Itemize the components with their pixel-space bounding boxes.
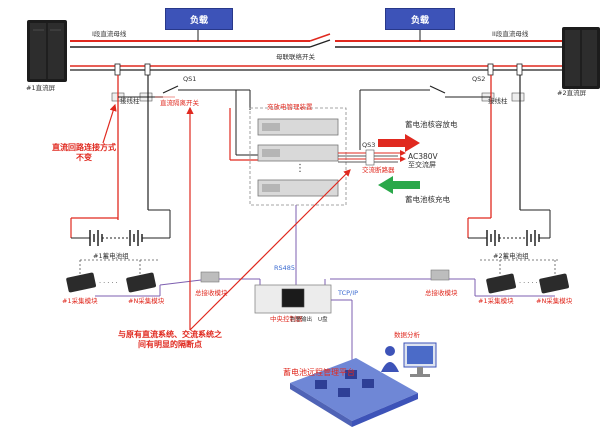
bus-tie-switch [309, 33, 331, 48]
dc-bus-lines [70, 40, 570, 71]
dc-screen-left-label: #1直流屏 [26, 84, 56, 92]
module-left-n-label: #N采集模块 [128, 297, 165, 305]
collector-modules [200, 269, 450, 283]
qs2-label: QS2 [472, 75, 486, 83]
charger-label: 充放电管理装置 [267, 103, 313, 111]
dc-screen-right [562, 27, 600, 89]
battery-right [467, 209, 551, 246]
central-controller [254, 284, 332, 314]
charger-connections [229, 90, 361, 161]
module-right-ellipsis: · · · · · [519, 279, 538, 287]
module-left-1-label: #1采集模块 [62, 297, 98, 305]
acquisition-modules [66, 272, 569, 294]
charger-device [249, 107, 347, 206]
remote-platform [290, 358, 418, 427]
terminal-left-label: 接线柱 [120, 97, 140, 105]
left-feeders [117, 75, 250, 220]
monitor-dashes [79, 259, 560, 275]
analysis-station [381, 342, 437, 377]
dc-screen-right-label: #2直流屏 [557, 89, 587, 97]
udisk-label: U盘 [318, 317, 328, 323]
ac-output [338, 149, 406, 166]
bus-label-left: I段直流母线 [92, 30, 127, 38]
network-link [331, 299, 353, 370]
dc-screen-left [27, 20, 67, 82]
alarm-output-label: 告警输出 [290, 317, 313, 323]
isolation-switch-label: 直流隔离开关 [160, 99, 199, 107]
module-right-n-label: #N采集模块 [536, 297, 573, 305]
discharge-label: 蓄电池核容放电 [405, 120, 458, 129]
note-isolation: 与原有直流系统、交流系统之间有明显的隔断点 [118, 330, 222, 349]
annotation-arrows [102, 103, 351, 331]
module-right-1-label: #1采集模块 [478, 297, 514, 305]
terminal-right-label: 接线柱 [488, 97, 508, 105]
big-arrows [378, 134, 420, 194]
analysis-label: 数据分析 [394, 331, 420, 339]
load-drops [197, 28, 421, 41]
charge-label: 蓄电池核充电 [405, 195, 450, 204]
qs1-label: QS1 [183, 75, 197, 83]
battery-left [70, 209, 171, 246]
controller-bus [95, 205, 555, 297]
tie-switch-label: 母联联络开关 [276, 53, 315, 61]
right-feeders [360, 75, 521, 218]
load-box-right: 负载 [385, 8, 455, 30]
ac-breaker-label: 交流断路器 [362, 166, 395, 174]
battery-right-label: #2蓄电池组 [493, 252, 529, 260]
note-dc-unchanged: 直流回路连接方式不变 [52, 143, 116, 162]
bus-label-right: II段直流母线 [492, 30, 529, 38]
ac-target-label: 至交流屏 [408, 161, 436, 169]
load-box-left: 负载 [165, 8, 233, 30]
controller-label: 中央控制器 [270, 315, 303, 323]
tcpip-label: TCP/IP [338, 289, 359, 297]
rs485-label: RS485 [274, 264, 296, 272]
ac-voltage-label: AC380V [408, 152, 438, 161]
qs3-label: QS3 [362, 141, 376, 149]
battery-left-label: #1蓄电池组 [93, 252, 129, 260]
charger-dots: ⋮ [295, 163, 305, 174]
platform-label: 蓄电池远程管理平台 [283, 368, 355, 377]
collector-right-label: 总接收模块 [425, 289, 458, 297]
module-left-ellipsis: · · · · · [99, 279, 118, 287]
collector-left-label: 总接收模块 [195, 289, 228, 297]
